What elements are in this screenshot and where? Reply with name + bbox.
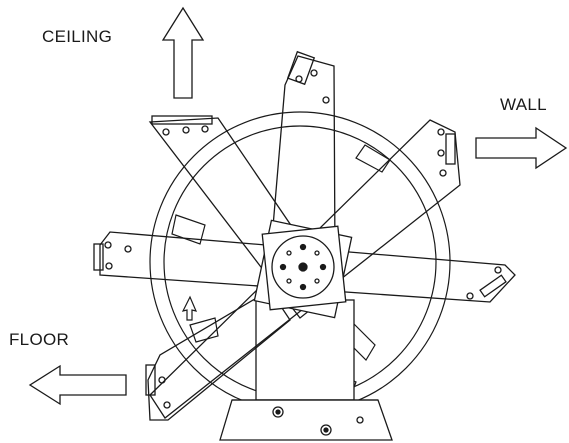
arm-bolt bbox=[162, 128, 170, 136]
hub-hole bbox=[314, 278, 320, 284]
hub-bolt bbox=[299, 283, 307, 291]
rotor-arm-lower-left bbox=[145, 289, 291, 421]
arm-body bbox=[147, 289, 291, 421]
stand-bolt-inner bbox=[323, 427, 329, 433]
arm-end-bracket bbox=[93, 243, 104, 271]
hub-hole bbox=[286, 278, 292, 284]
arm-bolt bbox=[201, 125, 209, 133]
rotation-arrow-icon bbox=[181, 295, 198, 321]
arm-bolt bbox=[439, 169, 447, 177]
ceiling-arrow-icon bbox=[161, 6, 205, 99]
hub-bolt bbox=[319, 263, 327, 271]
rotor-arm-horizontal bbox=[93, 231, 516, 303]
hub-bolt bbox=[279, 263, 287, 271]
arm-bolt bbox=[124, 245, 132, 253]
stand-base bbox=[219, 399, 393, 441]
arm-bolt bbox=[158, 376, 166, 384]
hub-hole bbox=[286, 250, 292, 256]
wheel-spoke bbox=[355, 144, 391, 173]
wall-label: WALL bbox=[500, 95, 547, 114]
arm-bolt bbox=[104, 241, 112, 249]
arm-body bbox=[99, 231, 516, 303]
stand-bolt-inner bbox=[275, 409, 281, 415]
arm-end-bracket bbox=[145, 364, 156, 396]
direction-arrows bbox=[28, 6, 568, 406]
ceiling-label: CEILING bbox=[42, 27, 113, 46]
arm-bolt bbox=[466, 292, 474, 300]
stand-bolt bbox=[356, 416, 364, 424]
floor-arrow-icon bbox=[28, 364, 127, 406]
arm-bolt bbox=[295, 75, 303, 83]
arm-bolt bbox=[322, 96, 330, 104]
hub-bolt bbox=[299, 243, 307, 251]
wall-arrow-icon bbox=[475, 126, 568, 170]
floor-label: FLOOR bbox=[9, 330, 70, 349]
hub-hole bbox=[314, 250, 320, 256]
wheel-spoke bbox=[189, 317, 219, 343]
arm-end-bracket bbox=[479, 274, 507, 298]
arm-bolt bbox=[182, 126, 190, 134]
arm-bolt bbox=[494, 266, 502, 274]
arm-bolt bbox=[437, 149, 445, 157]
arm-bolt bbox=[105, 262, 113, 270]
arm-bolt bbox=[163, 401, 171, 409]
arm-bolt bbox=[437, 128, 445, 136]
wheel-spoke bbox=[171, 214, 206, 245]
arm-bolt bbox=[310, 69, 318, 77]
central-hub bbox=[253, 219, 353, 319]
hub-center-bolt bbox=[298, 262, 308, 272]
arm-end-bracket bbox=[445, 133, 456, 165]
arm-end-bracket bbox=[151, 115, 213, 125]
